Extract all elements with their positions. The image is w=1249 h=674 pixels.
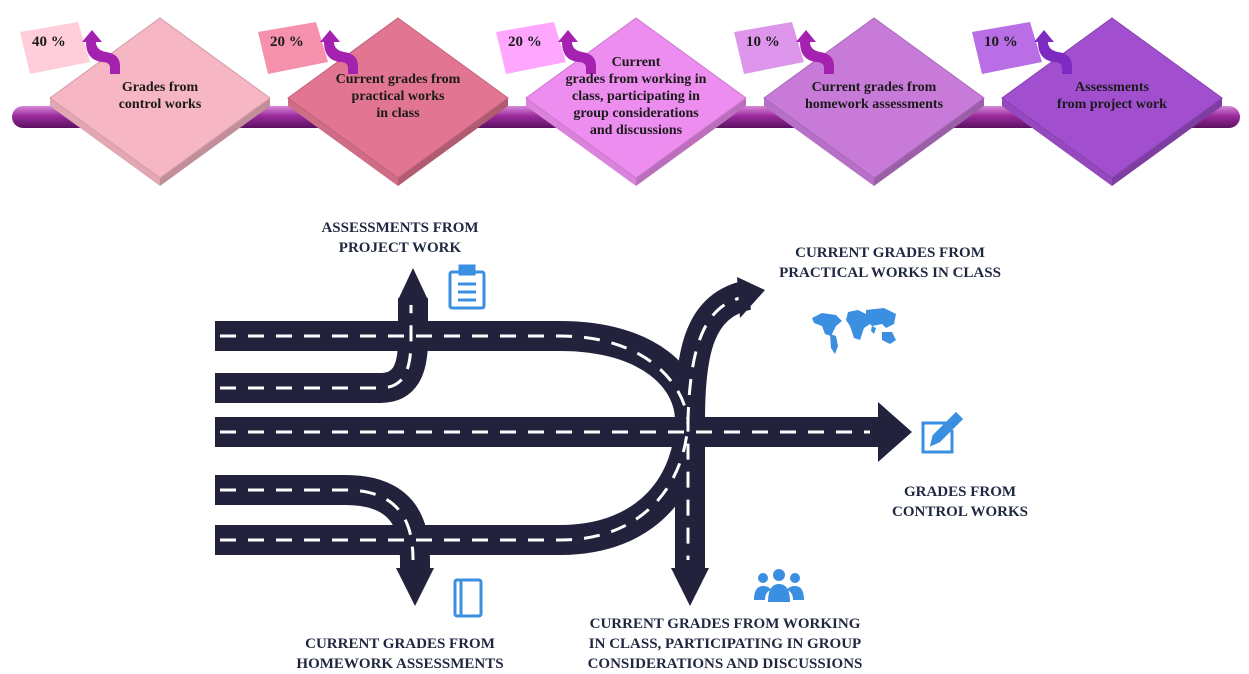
step-tile-2 <box>258 17 509 186</box>
arrow-head-group <box>671 568 709 606</box>
step-percent-2: 20 % <box>270 34 304 50</box>
step-tile-1 <box>20 17 271 186</box>
label-project: ASSESSMENTS FROM PROJECT WORK <box>321 220 479 256</box>
world-map-icon <box>812 308 896 354</box>
label-group: CURRENT GRADES FROM WORKING IN CLASS, PA… <box>587 616 863 672</box>
percent-tag-5 <box>972 22 1042 74</box>
road-group <box>215 419 705 570</box>
step-percent-1: 40 % <box>32 34 66 50</box>
step-label-1: Grades from control works <box>118 80 202 112</box>
curved-arrow-icon <box>82 30 120 74</box>
percent-tag-2 <box>258 22 328 74</box>
label-practical: CURRENT GRADES FROM PRACTICAL WORKS IN C… <box>779 245 1001 281</box>
arrow-head-control <box>878 402 912 462</box>
label-homework: CURRENT GRADES FROM HOMEWORK ASSESSMENTS <box>296 636 504 672</box>
curved-arrow-icon <box>320 30 358 74</box>
step-tile-4 <box>734 17 985 186</box>
curved-arrow-icon <box>558 30 596 74</box>
step-percent-4: 10 % <box>746 34 780 50</box>
percent-tag-4 <box>734 22 804 74</box>
curved-arrow-icon <box>796 30 834 74</box>
arrow-head-homework <box>396 568 434 606</box>
step-tile-5 <box>972 17 1223 186</box>
group-icon <box>754 569 804 602</box>
step-label-2: Current grades from practical works in c… <box>335 71 461 121</box>
step-label-5: Assessments from project work <box>1057 80 1167 112</box>
step-label-4: Current grades from homework assessments <box>804 80 944 112</box>
step-tile-3 <box>496 17 747 186</box>
step-percent-3: 20 % <box>508 34 542 50</box>
road-project <box>215 298 428 403</box>
step-label-3: Current grades from working in class, pa… <box>565 54 707 138</box>
label-control: GRADES FROM CONTROL WORKS <box>891 484 1028 520</box>
percent-tag-1 <box>20 22 90 74</box>
book-icon <box>453 578 483 618</box>
step-percent-5: 10 % <box>984 34 1018 50</box>
edit-icon <box>921 411 964 454</box>
clipboard-icon <box>448 264 486 310</box>
curved-arrow-icon <box>1034 30 1072 74</box>
percent-tag-3 <box>496 22 566 74</box>
arrow-head-practical <box>737 277 765 318</box>
arrow-head-project <box>398 268 428 300</box>
